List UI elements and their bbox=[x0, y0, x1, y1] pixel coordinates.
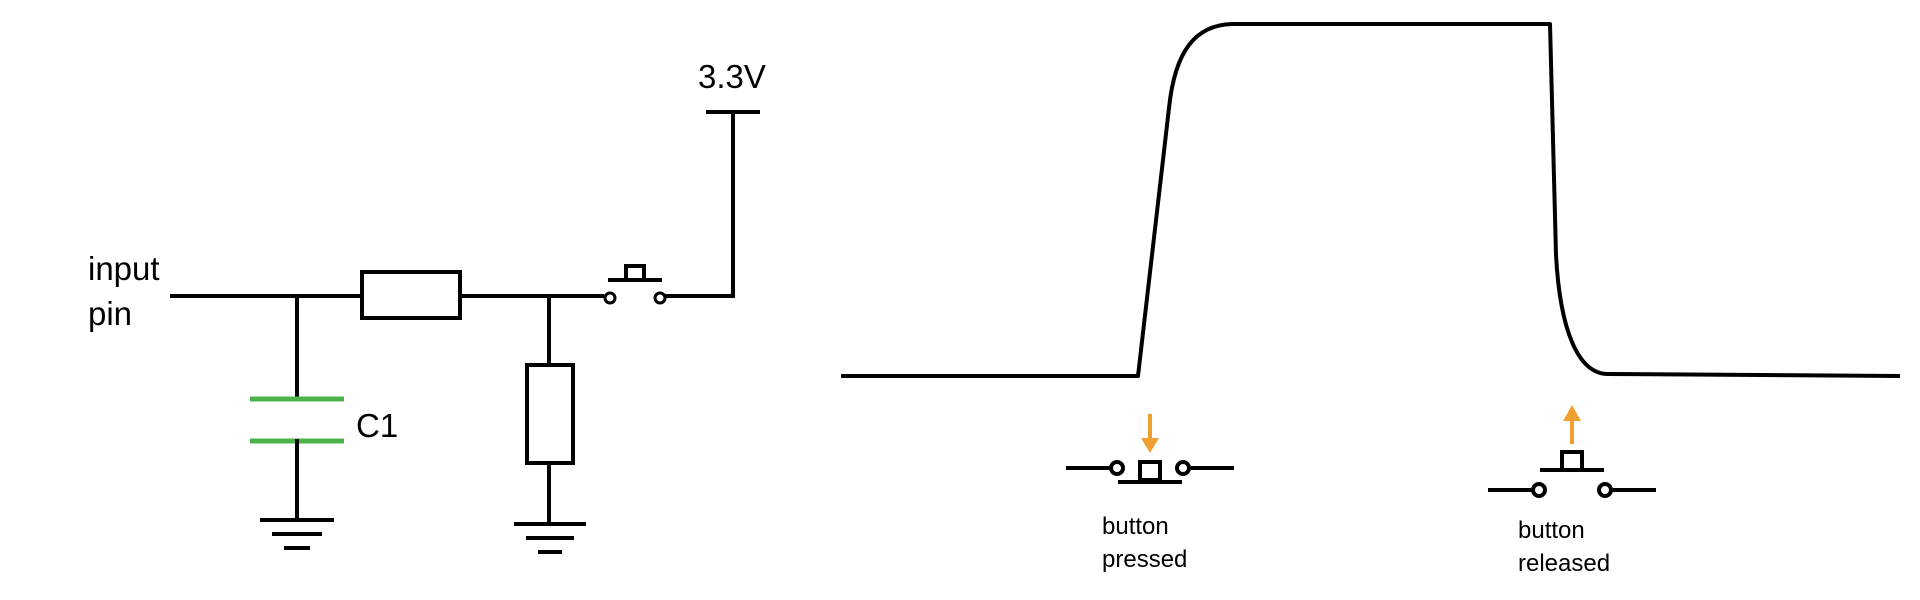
rc-circuit: input pin C1 bbox=[88, 58, 766, 554]
push-button-open-icon bbox=[1488, 450, 1656, 498]
push-button-switch-icon bbox=[603, 264, 667, 305]
push-button-closed-icon bbox=[1066, 460, 1234, 484]
pressed-label-line2: pressed bbox=[1102, 546, 1187, 573]
capacitor-label: C1 bbox=[356, 407, 398, 444]
input-pin-label-line1: input bbox=[88, 250, 160, 287]
released-label-line2: released bbox=[1518, 550, 1610, 577]
button-pressed-marker: button pressed bbox=[1066, 414, 1234, 573]
arrow-up-icon bbox=[1563, 405, 1581, 444]
waveform: button pressed button released bbox=[841, 22, 1901, 577]
arrow-down-icon bbox=[1141, 414, 1159, 453]
pulldown-resistor bbox=[525, 363, 575, 465]
released-label-line1: button bbox=[1518, 517, 1585, 544]
pressed-label-line1: button bbox=[1102, 513, 1169, 540]
series-resistor bbox=[360, 270, 462, 320]
ground-icon bbox=[514, 522, 586, 554]
signal-trace bbox=[841, 22, 1901, 378]
supply-voltage-label: 3.3V bbox=[698, 58, 766, 95]
input-pin-label-line2: pin bbox=[88, 295, 132, 332]
ground-icon bbox=[260, 518, 334, 550]
button-released-marker: button released bbox=[1488, 405, 1656, 577]
